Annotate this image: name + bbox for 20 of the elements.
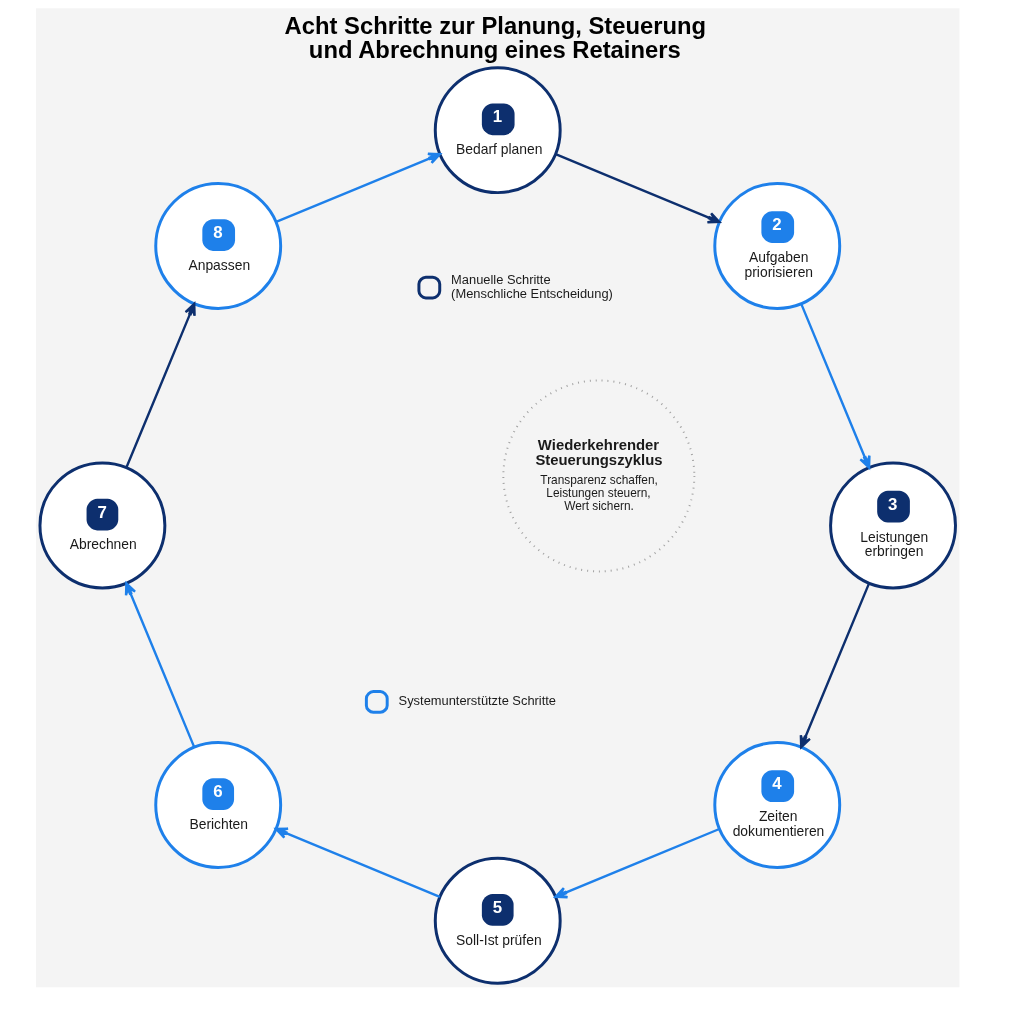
legend-label: Manuelle Schritte (Menschliche Entscheidung): [451, 272, 613, 301]
node-circle: 2 Aufgaben priorisieren: [713, 182, 842, 310]
node-circle: Wiederkehrender Steuerungszyklus Transparenz schaffen, Leistungen steuern, Wert sichern.: [502, 379, 696, 573]
node-circle: 4 Zeiten dokumentieren: [713, 741, 842, 869]
node-circle: 7 Abrechnen: [38, 461, 167, 590]
diagram-title: Acht Schritte zur Planung, Steuerung und Abrechnung eines Retainers: [284, 12, 707, 64]
arrow: [555, 153, 721, 224]
node-circle: 6 Berichten: [154, 741, 283, 869]
arrow: [125, 302, 196, 469]
legend-label: Systemunterstützte Schritte: [398, 693, 557, 709]
arrow: [799, 582, 871, 749]
arrow: [124, 582, 196, 748]
node-circle: 8 Anpassen: [154, 182, 283, 310]
node-circle: 1 Bedarf planen: [433, 66, 562, 195]
node-circle: 5 Soll-Ist prüfen: [433, 856, 562, 985]
arrow: [554, 827, 720, 899]
arrow: [275, 152, 442, 224]
node-circle: 3 Leistungen erbringen: [829, 461, 957, 590]
arrow: [274, 827, 441, 898]
arrow: [800, 303, 871, 469]
